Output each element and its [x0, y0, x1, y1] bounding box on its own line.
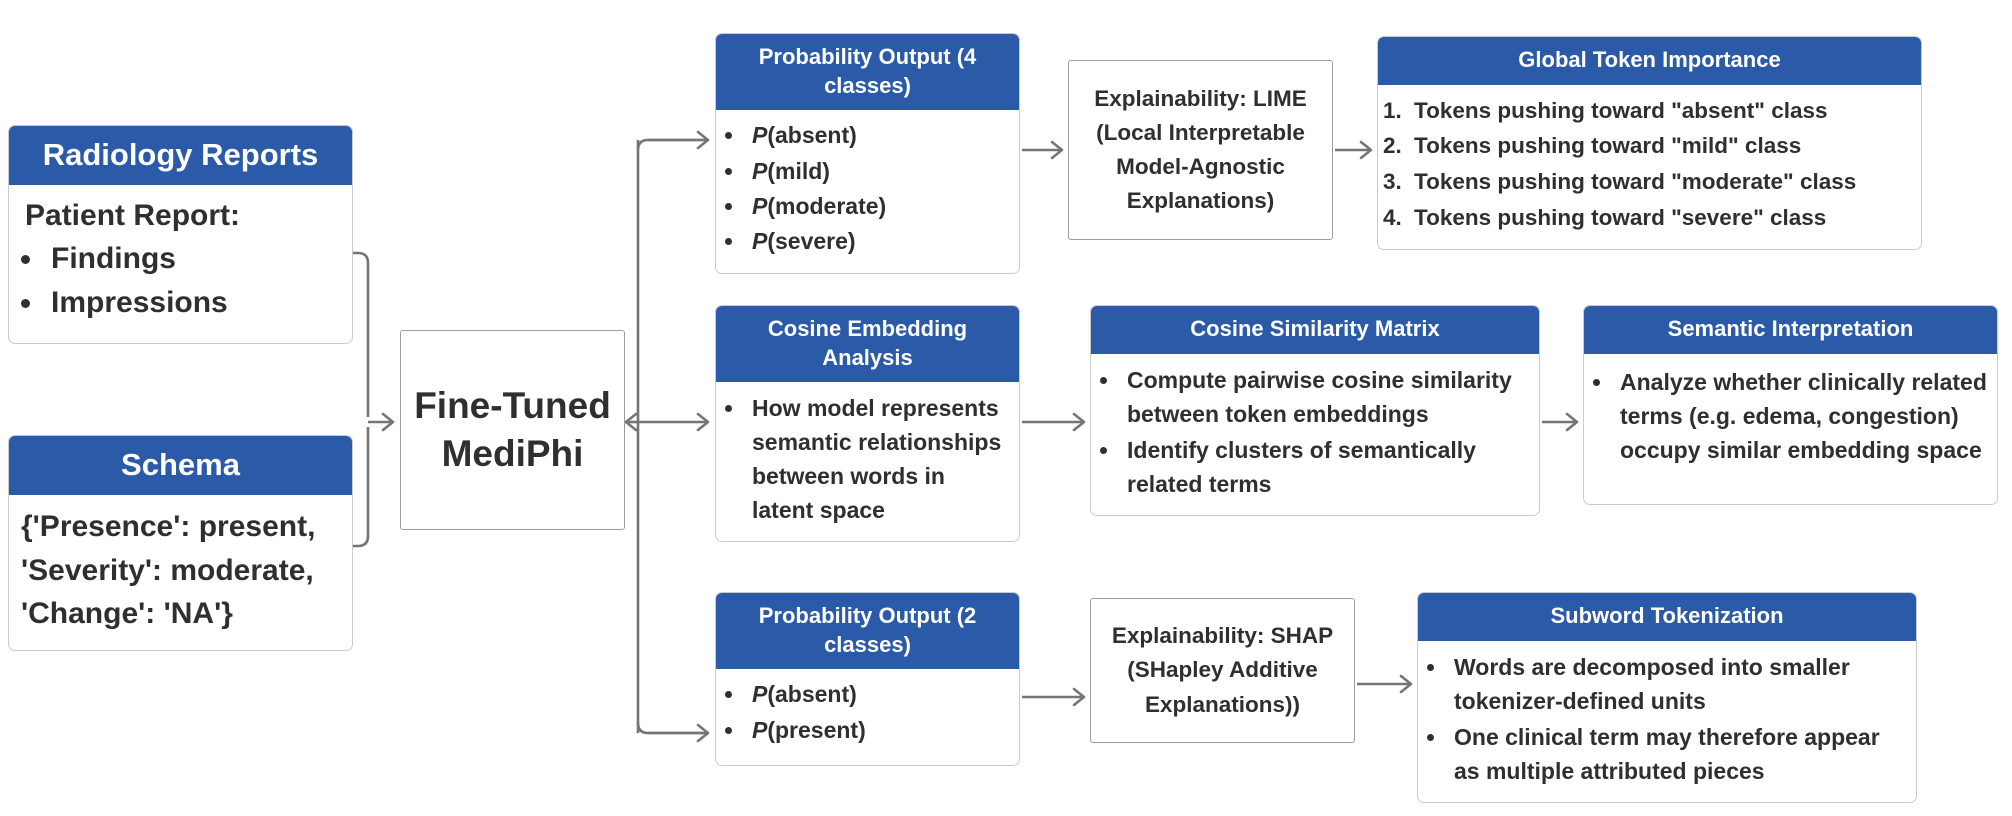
arrowhead-shap-subword [1399, 674, 1413, 694]
radiology-reports-body: Patient Report: Findings Impressions [9, 185, 352, 343]
radiology-reports-title: Radiology Reports [9, 126, 352, 186]
schema-title: Schema [9, 436, 352, 496]
list-item: Tokens pushing toward "severe" class [1408, 201, 1913, 235]
subword-tokenization-card: Subword Tokenization Words are decompose… [1417, 592, 1917, 803]
mediphi-label-line2: MediPhi [441, 433, 584, 474]
list-item: Tokens pushing toward "moderate" class [1408, 165, 1913, 199]
cosine-similarity-matrix-list: Compute pairwise cosine similarity betwe… [1091, 363, 1529, 501]
arrowhead-cossim-semantic [1565, 412, 1579, 432]
prob-arg: (severe) [767, 228, 856, 255]
arrowhead-to-model [381, 412, 395, 432]
radiology-reports-card: Radiology Reports Patient Report: Findin… [8, 125, 353, 345]
arrowhead-model-trunk-left [624, 412, 638, 432]
lime-explainability-node: Explainability: LIME (Local Interpretabl… [1068, 60, 1333, 240]
prob-symbol: P [752, 681, 768, 708]
semantic-interpretation-list: Analyze whether clinically related terms… [1584, 365, 1987, 467]
semantic-interpretation-card: Semantic Interpretation Analyze whether … [1583, 305, 1998, 505]
cosine-similarity-matrix-body: Compute pairwise cosine similarity betwe… [1091, 354, 1539, 515]
global-token-importance-list: Tokens pushing toward "absent" class Tok… [1378, 94, 1913, 235]
probability-output-4-body: P(absent) P(mild) P(moderate) P(severe) [716, 110, 1019, 272]
arrowhead-row3 [696, 723, 710, 743]
global-token-importance-title: Global Token Importance [1378, 37, 1921, 85]
arrowhead-row2 [696, 412, 710, 432]
patient-report-label: Patient Report: [25, 199, 241, 233]
wire-trunk-top-corner [636, 138, 703, 151]
probability-output-2-list: P(absent) P(present) [716, 678, 1011, 747]
prob-arg: (absent) [767, 122, 857, 149]
wire-radiology-to-merge [353, 251, 370, 417]
mediphi-label: Fine-Tuned MediPhi [414, 382, 611, 478]
schema-body: {'Presence': present, 'Severity': modera… [9, 495, 352, 650]
list-item: P(mild) [746, 155, 1011, 188]
schema-line: {'Presence': present, [21, 510, 316, 544]
list-item: One clinical term may therefore appear a… [1448, 720, 1906, 788]
cosine-similarity-matrix-title: Cosine Similarity Matrix [1091, 306, 1539, 354]
list-item: Words are decomposed into smaller tokeni… [1448, 650, 1906, 718]
wire-schema-to-merge [353, 427, 370, 548]
arrowhead-prob4-lime [1050, 140, 1064, 160]
prob-symbol: P [752, 192, 768, 219]
prob-symbol: P [752, 228, 768, 255]
list-item: P(severe) [746, 225, 1011, 258]
schema-line: 'Severity': moderate, [21, 553, 314, 587]
schema-line: 'Change': 'NA'} [21, 597, 233, 631]
list-item: P(absent) [746, 119, 1011, 152]
cosine-embedding-analysis-title: Cosine Embedding Analysis [716, 306, 1019, 383]
prob-arg: (present) [767, 716, 866, 743]
list-item: P(moderate) [746, 190, 1011, 223]
probability-output-2-title: Probability Output (2 classes) [716, 593, 1019, 670]
mediphi-label-line1: Fine-Tuned [414, 384, 611, 426]
cosine-similarity-matrix-card: Cosine Similarity Matrix Compute pairwis… [1090, 305, 1540, 516]
prob-symbol: P [752, 716, 768, 743]
arrowhead-cosembed-cossim [1072, 412, 1086, 432]
prob-arg: (absent) [767, 681, 857, 708]
probability-output-4-list: P(absent) P(mild) P(moderate) P(severe) [716, 119, 1011, 258]
probability-output-4-card: Probability Output (4 classes) P(absent)… [715, 33, 1020, 274]
list-item: Identify clusters of semantically relate… [1121, 433, 1529, 501]
list-item: Findings [45, 238, 346, 281]
wire-trunk-bottom-corner [636, 722, 703, 735]
subword-tokenization-list: Words are decomposed into smaller tokeni… [1418, 650, 1906, 788]
probability-output-2-body: P(absent) P(present) [716, 669, 1019, 765]
global-token-importance-body: Tokens pushing toward "absent" class Tok… [1378, 85, 1921, 249]
prob-symbol: P [752, 157, 768, 184]
prob-arg: (mild) [767, 157, 830, 184]
list-item: How model represents semantic relationsh… [746, 391, 1009, 527]
list-item: Compute pairwise cosine similarity betwe… [1121, 363, 1529, 431]
prob-arg: (moderate) [767, 192, 887, 219]
prob-symbol: P [752, 122, 768, 149]
arrowhead-lime-global [1359, 140, 1373, 160]
global-token-importance-card: Global Token Importance Tokens pushing t… [1377, 36, 1922, 250]
subword-tokenization-title: Subword Tokenization [1418, 593, 1916, 641]
list-item: Impressions [45, 282, 346, 325]
cosine-embedding-analysis-card: Cosine Embedding Analysis How model repr… [715, 305, 1020, 543]
list-item: Tokens pushing toward "absent" class [1408, 94, 1913, 128]
arrowhead-row1 [696, 130, 710, 150]
semantic-interpretation-body: Analyze whether clinically related terms… [1584, 354, 1997, 504]
semantic-interpretation-title: Semantic Interpretation [1584, 306, 1997, 354]
list-item: Tokens pushing toward "mild" class [1408, 129, 1913, 163]
shap-label: Explainability: SHAP (SHapley Additive E… [1111, 623, 1334, 717]
lime-label: Explainability: LIME (Local Interpretabl… [1094, 85, 1307, 214]
fine-tuned-mediphi-node: Fine-Tuned MediPhi [400, 330, 625, 530]
schema-card: Schema {'Presence': present, 'Severity':… [8, 435, 353, 651]
patient-report-list: Findings Impressions [15, 238, 346, 325]
cosine-embedding-analysis-body: How model represents semantic relationsh… [716, 382, 1019, 541]
list-item: P(absent) [746, 678, 1011, 711]
list-item: P(present) [746, 714, 1011, 747]
probability-output-4-title: Probability Output (4 classes) [716, 34, 1019, 111]
subword-tokenization-body: Words are decomposed into smaller tokeni… [1418, 641, 1916, 802]
probability-output-2-card: Probability Output (2 classes) P(absent)… [715, 592, 1020, 767]
cosine-embedding-analysis-list: How model represents semantic relationsh… [716, 391, 1009, 527]
shap-explainability-node: Explainability: SHAP (SHapley Additive E… [1090, 598, 1355, 743]
list-item: Analyze whether clinically related terms… [1614, 365, 1987, 467]
arrowhead-prob2-shap [1072, 687, 1086, 707]
